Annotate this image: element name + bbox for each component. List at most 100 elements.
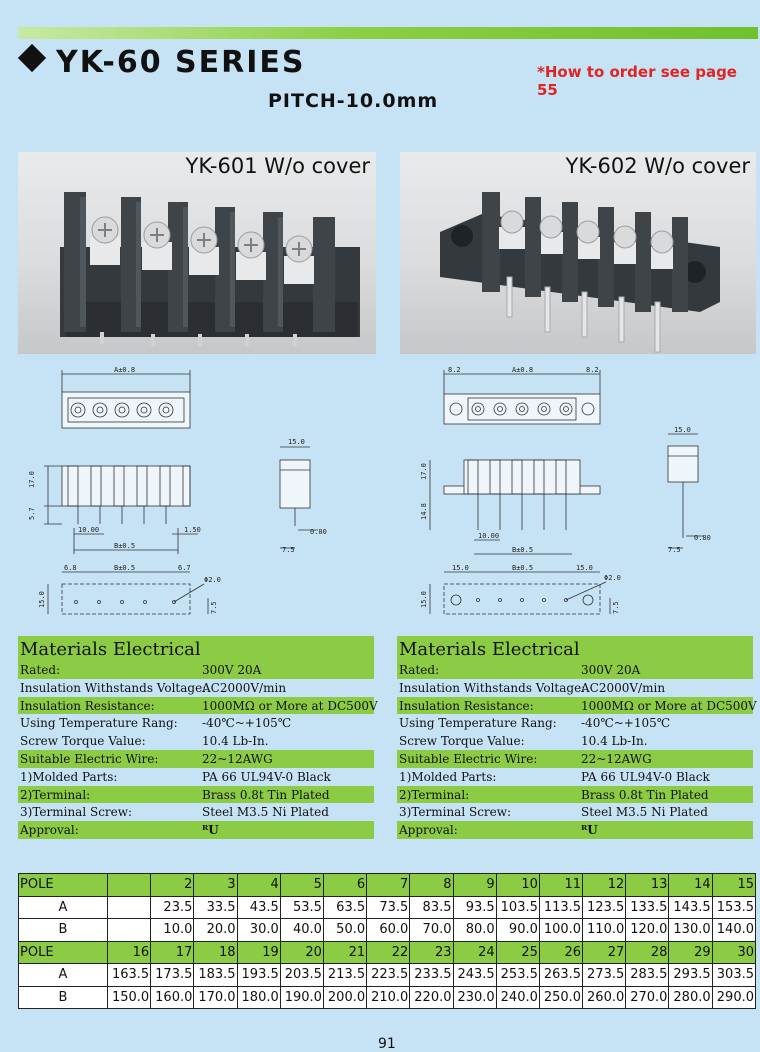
photo-yk602: YK-602 W/o cover <box>400 152 756 354</box>
table-cell: 170.0 <box>193 985 238 1009</box>
table-cell: 223.5 <box>366 963 411 987</box>
table-cell: 100.0 <box>538 918 584 942</box>
material-row: 2)Terminal:Brass 0.8t Tin Plated <box>397 785 753 804</box>
table-cell: 270.0 <box>625 985 670 1009</box>
table-cell: 120.0 <box>625 918 670 942</box>
table-cell: 93.5 <box>452 895 497 919</box>
table-cell: 25 <box>495 940 540 964</box>
material-value: 22~12AWG <box>202 751 273 766</box>
table-cell: 17 <box>150 940 195 964</box>
table-cell: 21 <box>322 940 368 964</box>
ul-approval-logo: ᴿU <box>202 823 219 838</box>
table-cell: 4 <box>236 873 281 897</box>
table-cell: 160.0 <box>150 985 195 1009</box>
dim-h2-label: 5.7 <box>28 507 36 520</box>
material-label: Insulation Resistance: <box>20 698 155 713</box>
material-value: 10.4 Lb-In. <box>581 734 648 749</box>
drawing-yk601: A±0.8 17.0 5.7 10.00 1.50 B±0.5 15.0 0.8… <box>28 366 327 615</box>
pitch-label: PITCH-10.0mm <box>268 90 439 112</box>
table-cell: 8 <box>409 873 454 897</box>
table-cell: 263.5 <box>538 963 584 987</box>
table-cell: 12 <box>582 873 627 897</box>
material-row: Screw Torque Value:10.4 Lb-In. <box>18 732 374 750</box>
table-cell: 203.5 <box>279 963 324 987</box>
table-cell: 260.0 <box>582 985 627 1009</box>
dim-a-label: A±0.8 <box>114 366 135 374</box>
table-cell: 253.5 <box>495 963 540 987</box>
table-cell: 20 <box>279 940 324 964</box>
table-cell: 210.0 <box>366 985 411 1009</box>
table-cell: 24 <box>452 940 497 964</box>
table-cell: 28 <box>625 940 670 964</box>
table-cell: 15 <box>711 873 757 897</box>
dim-pcb2-label: 15.0 <box>576 564 593 572</box>
dim-hole-label: Φ2.0 <box>204 576 221 584</box>
material-row: Insulation Resistance:1000MΩ or More at … <box>397 696 757 715</box>
table-cell: 143.5 <box>668 895 713 919</box>
dim-b-label: B±0.5 <box>512 546 533 554</box>
table-cell: 90.0 <box>495 918 540 942</box>
row-label: B <box>18 918 108 942</box>
dim-side-p-label: 7.5 <box>668 546 681 554</box>
dim-h1-label: 17.0 <box>28 471 36 488</box>
materials-heading: Materials Electrical <box>397 636 753 661</box>
table-cell: 9 <box>452 873 497 897</box>
dim-side-t-label: 0.80 <box>310 528 327 536</box>
materials-panel-left: Materials Electrical Rated:300V 20A Insu… <box>18 636 378 840</box>
table-cell: 5 <box>279 873 324 897</box>
table-cell: 10 <box>495 873 540 897</box>
material-row: Approval:ᴿU <box>397 821 753 839</box>
table-cell: 20.0 <box>193 918 238 942</box>
material-label: Approval: <box>20 823 79 838</box>
dim-pcb2-label: 6.7 <box>178 564 191 572</box>
material-row: Approval: ᴿU <box>18 821 374 839</box>
material-value: PA 66 UL94V-0 Black <box>581 769 710 784</box>
table-cell: 290.0 <box>711 985 757 1009</box>
material-label: Screw Torque Value: <box>20 734 146 749</box>
table-cell: 240.0 <box>495 985 540 1009</box>
table-cell: 163.5 <box>106 963 152 987</box>
material-row: Screw Torque Value:10.4 Lb-In. <box>397 732 753 750</box>
dim-pcb-h-label: 15.0 <box>420 591 428 608</box>
series-title: YK-60 SERIES <box>17 43 306 80</box>
table-cell: 33.5 <box>193 895 238 919</box>
dim-pitch-label: 10.00 <box>78 526 99 534</box>
dim-side-t-label: 0.80 <box>694 534 711 542</box>
ul-approval-logo: ᴿU <box>581 823 598 838</box>
table-cell: 213.5 <box>322 963 368 987</box>
table-cell: 11 <box>538 873 584 897</box>
table-cell: 283.5 <box>625 963 670 987</box>
materials-panel-right: Materials Electrical Rated:300V 20A Insu… <box>397 636 757 840</box>
table-cell: 130.0 <box>668 918 713 942</box>
table-cell: 150.0 <box>106 985 152 1009</box>
series-title-text: YK-60 SERIES <box>56 45 306 80</box>
table-cell: 133.5 <box>625 895 670 919</box>
table-cell: 63.5 <box>322 895 368 919</box>
row-label: A <box>18 895 108 919</box>
table-cell: 303.5 <box>711 963 757 987</box>
material-row: Using Temperature Rang:-40℃~+105℃ <box>397 714 753 732</box>
row-label: A <box>18 963 108 987</box>
table-cell: 30 <box>711 940 757 964</box>
dim-side-w-label: 15.0 <box>674 426 691 434</box>
table-cell: 3 <box>193 873 238 897</box>
dim-pitch-label: 10.00 <box>478 532 499 540</box>
material-label: 3)Terminal Screw: <box>20 805 133 820</box>
material-row: 1)Molded Parts:PA 66 UL94V-0 Black <box>18 768 374 786</box>
photo-title: YK-602 W/o cover <box>565 154 750 178</box>
table-cell: 23.5 <box>150 895 195 919</box>
material-label: Insulation Resistance: <box>399 698 534 713</box>
table-cell: 16 <box>106 940 152 964</box>
material-value: PA 66 UL94V-0 Black <box>202 769 331 784</box>
table-cell: 190.0 <box>279 985 324 1009</box>
table-cell: 70.0 <box>409 918 454 942</box>
header-bar <box>18 27 758 39</box>
table-cell: 10.0 <box>150 918 195 942</box>
material-value: 22~12AWG <box>581 751 652 766</box>
dim-pcb-h-label: 15.0 <box>38 591 46 608</box>
